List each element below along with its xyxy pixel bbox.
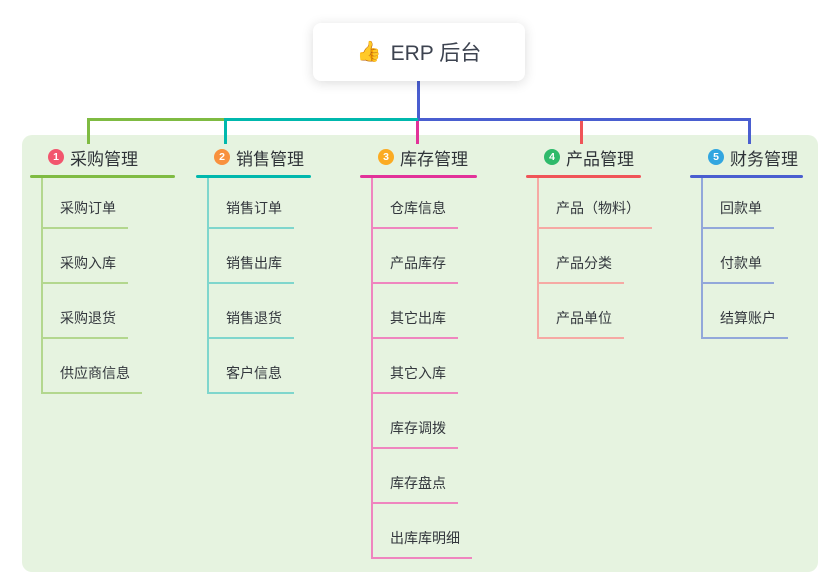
child-row: 仓库信息 <box>373 178 472 229</box>
child-node[interactable]: 采购退货 <box>43 308 128 339</box>
child-row: 结算账户 <box>703 284 788 339</box>
branch-title: 库存管理 <box>400 149 468 169</box>
child-row: 产品库存 <box>373 229 472 284</box>
child-row: 客户信息 <box>209 339 294 394</box>
branch-children-finance: 回款单 付款单 结算账户 <box>701 178 788 339</box>
child-node[interactable]: 其它出库 <box>373 308 458 339</box>
child-row: 采购订单 <box>43 178 142 229</box>
child-node[interactable]: 客户信息 <box>209 363 294 394</box>
branch-underline <box>526 175 641 178</box>
child-node[interactable]: 销售退货 <box>209 308 294 339</box>
child-row: 供应商信息 <box>43 339 142 394</box>
child-node[interactable]: 产品（物料） <box>539 198 652 229</box>
child-row: 产品（物料） <box>539 178 652 229</box>
branch-node-product[interactable]: 4 产品管理 <box>544 146 634 169</box>
child-node[interactable]: 仓库信息 <box>373 198 458 229</box>
child-row: 采购退货 <box>43 284 142 339</box>
branch-children-sales: 销售订单 销售出库 销售退货 客户信息 <box>207 178 294 394</box>
child-node[interactable]: 付款单 <box>703 253 774 284</box>
child-row: 回款单 <box>703 178 788 229</box>
child-row: 产品分类 <box>539 229 652 284</box>
branch-number-badge: 3 <box>378 149 394 165</box>
branch-underline <box>30 175 175 178</box>
child-row: 库存盘点 <box>373 449 472 504</box>
child-row: 销售出库 <box>209 229 294 284</box>
child-node[interactable]: 销售出库 <box>209 253 294 284</box>
bus-segment-purchase <box>87 118 227 121</box>
branch-node-purchase[interactable]: 1 采购管理 <box>48 146 138 169</box>
bus-segment-finance <box>418 118 751 121</box>
branch-underline <box>360 175 477 178</box>
child-node[interactable]: 采购入库 <box>43 253 128 284</box>
child-node[interactable]: 其它入库 <box>373 363 458 394</box>
child-node[interactable]: 结算账户 <box>703 308 788 339</box>
branch-node-inventory[interactable]: 3 库存管理 <box>378 146 468 169</box>
branch-title: 财务管理 <box>730 149 798 169</box>
child-row: 其它入库 <box>373 339 472 394</box>
child-node[interactable]: 库存调拨 <box>373 418 458 449</box>
branch-title: 销售管理 <box>236 149 304 169</box>
branch-underline <box>690 175 803 178</box>
drop-line-product <box>580 121 583 144</box>
branch-number-badge: 2 <box>214 149 230 165</box>
bus-segment-sales <box>227 118 418 121</box>
child-row: 库存调拨 <box>373 394 472 449</box>
branch-title: 产品管理 <box>566 149 634 169</box>
drop-line-sales <box>224 118 227 144</box>
child-node[interactable]: 回款单 <box>703 198 774 229</box>
root-connector-line <box>417 81 420 121</box>
child-row: 付款单 <box>703 229 788 284</box>
branch-number-badge: 5 <box>708 149 724 165</box>
child-row: 其它出库 <box>373 284 472 339</box>
root-node[interactable]: 👍 ERP 后台 <box>313 23 525 81</box>
drop-line-purchase <box>87 118 90 144</box>
child-row: 出库库明细 <box>373 504 472 559</box>
child-row: 采购入库 <box>43 229 142 284</box>
child-row: 产品单位 <box>539 284 652 339</box>
root-node-label: ERP 后台 <box>390 42 482 65</box>
child-row: 销售订单 <box>209 178 294 229</box>
branch-children-purchase: 采购订单 采购入库 采购退货 供应商信息 <box>41 178 142 394</box>
child-node[interactable]: 采购订单 <box>43 198 128 229</box>
child-node[interactable]: 供应商信息 <box>43 363 142 394</box>
branch-node-sales[interactable]: 2 销售管理 <box>214 146 304 169</box>
mindmap-panel <box>22 135 818 572</box>
branch-number-badge: 1 <box>48 149 64 165</box>
child-node[interactable]: 库存盘点 <box>373 473 458 504</box>
thumbs-up-icon: 👍 <box>356 41 382 63</box>
drop-line-inventory <box>416 121 419 144</box>
branch-underline <box>196 175 311 178</box>
child-node[interactable]: 产品分类 <box>539 253 624 284</box>
child-node[interactable]: 销售订单 <box>209 198 294 229</box>
branch-children-inventory: 仓库信息 产品库存 其它出库 其它入库 库存调拨 库存盘点 出库库明细 <box>371 178 472 559</box>
branch-children-product: 产品（物料） 产品分类 产品单位 <box>537 178 652 339</box>
child-node[interactable]: 出库库明细 <box>373 528 472 559</box>
branch-title: 采购管理 <box>70 149 138 169</box>
branch-node-finance[interactable]: 5 财务管理 <box>708 146 798 169</box>
child-node[interactable]: 产品单位 <box>539 308 624 339</box>
branch-number-badge: 4 <box>544 149 560 165</box>
drop-line-finance <box>748 118 751 144</box>
child-node[interactable]: 产品库存 <box>373 253 458 284</box>
child-row: 销售退货 <box>209 284 294 339</box>
